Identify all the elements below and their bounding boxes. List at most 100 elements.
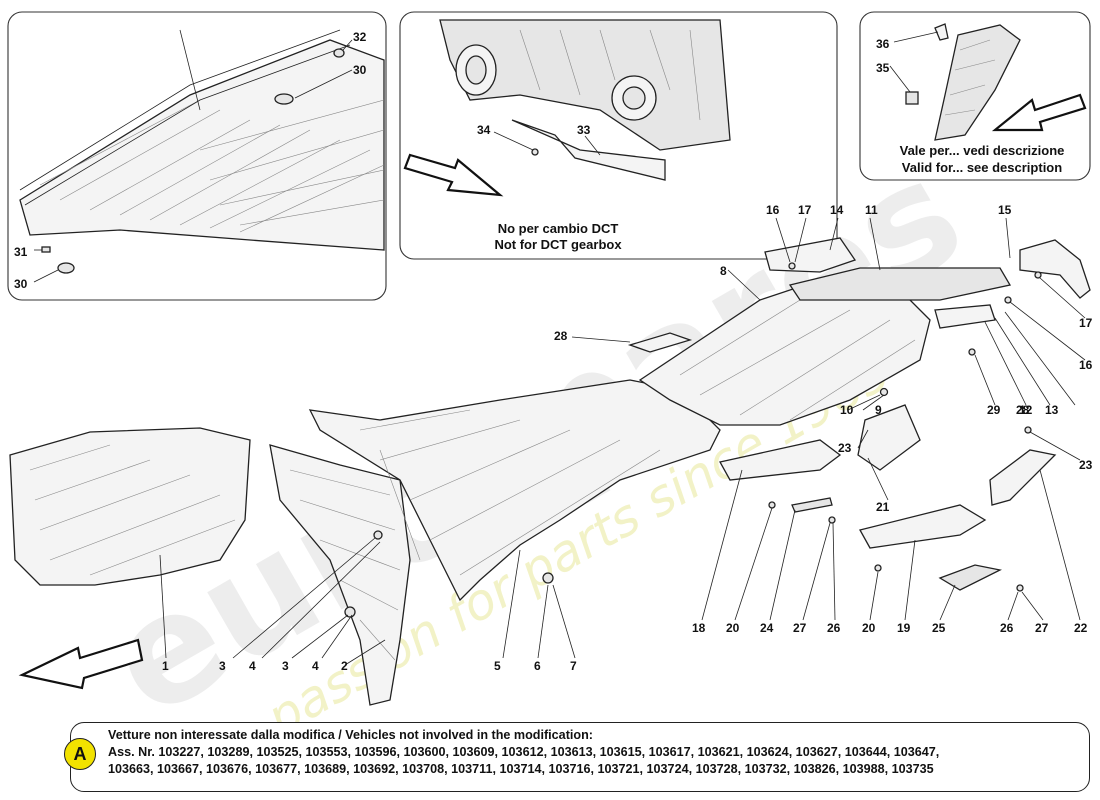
shield-bracket-assembly <box>934 24 1021 141</box>
inset-gearbox-caption-2: Not for DCT gearbox <box>494 237 622 252</box>
callout-16-right: 16 <box>1079 358 1093 372</box>
screw-20-lower <box>874 564 882 572</box>
shield-21 <box>857 404 921 471</box>
callout-11: 11 <box>865 203 878 217</box>
direction-arrow-icon-right <box>991 93 1087 132</box>
main-exploded-view: 1 3 4 3 4 2 5 6 7 8 9 10 11 12 13 14 15 … <box>9 203 1093 706</box>
callout-32: 32 <box>353 30 367 44</box>
bracket-12 <box>934 304 996 329</box>
callout-30-top: 30 <box>353 63 367 77</box>
note-line-1: Vetture non interessate dalla modifica /… <box>108 728 593 742</box>
callout-14: 14 <box>830 203 844 217</box>
plug-30-top <box>274 93 294 105</box>
plug-32 <box>333 48 345 58</box>
underbody-floor-drawing <box>19 29 385 251</box>
callout-31: 31 <box>14 245 28 259</box>
callout-27-right: 27 <box>1035 621 1049 635</box>
callout-16-top: 16 <box>766 203 780 217</box>
callout-28-left: 28 <box>554 329 568 343</box>
callout-18: 18 <box>692 621 706 635</box>
inset-brackets-caption-2: Valid for... see description <box>902 160 1062 175</box>
bracket-24 <box>791 497 833 513</box>
screw-16 <box>788 262 796 270</box>
callout-4-left: 4 <box>249 659 256 673</box>
callout-33: 33 <box>577 123 591 137</box>
shield-15 <box>1019 239 1091 299</box>
note-line-2: Ass. Nr. 103227, 103289, 103525, 103553,… <box>108 745 940 759</box>
inset-gearbox: 34 33 No per cambio DCT Not for DCT gear… <box>399 11 838 260</box>
direction-arrow-icon-left <box>18 638 144 690</box>
shield-19 <box>859 504 987 549</box>
inset-brackets-caption-1: Vale per... vedi descrizione <box>900 143 1065 158</box>
screw-16-right <box>1004 296 1012 304</box>
inset-brackets: 36 35 Vale per... vedi descrizione Valid… <box>859 11 1091 181</box>
shield-22 <box>989 449 1057 506</box>
callout-8: 8 <box>720 264 727 278</box>
callout-10: 10 <box>840 403 854 417</box>
callout-13: 13 <box>1045 403 1059 417</box>
callout-29: 29 <box>987 403 1001 417</box>
screw-26 <box>828 516 836 524</box>
callout-20-left: 20 <box>726 621 740 635</box>
callout-26-right: 26 <box>1000 621 1014 635</box>
callout-6: 6 <box>534 659 541 673</box>
heat-shield-33 <box>511 119 666 181</box>
callout-28-right: 28 <box>1016 403 1030 417</box>
inset-underbody: 32 30 31 30 <box>7 11 387 301</box>
callout-3-left: 3 <box>219 659 226 673</box>
callout-23-right: 23 <box>1079 458 1093 472</box>
plug-31 <box>41 246 51 253</box>
callout-21: 21 <box>876 500 890 514</box>
callout-17-right: 17 <box>1079 316 1093 330</box>
screw-20 <box>768 501 776 509</box>
gearbox-drawing <box>439 19 731 151</box>
callout-22: 22 <box>1074 621 1088 635</box>
clip-35 <box>905 91 919 105</box>
callout-12: 12 <box>1019 403 1033 417</box>
screw-26-lower <box>1016 584 1024 592</box>
screw-29 <box>968 348 976 356</box>
callout-36: 36 <box>876 37 890 51</box>
direction-arrow-icon <box>403 153 504 197</box>
shield-18 <box>719 439 842 481</box>
inset-gearbox-caption-1: No per cambio DCT <box>498 221 619 236</box>
note-badge-a: A <box>64 738 96 770</box>
bracket-25 <box>938 564 1002 591</box>
screw-9 <box>879 387 889 397</box>
callout-7: 7 <box>570 659 577 673</box>
callout-30-bottom: 30 <box>14 277 28 291</box>
callout-1: 1 <box>162 659 169 673</box>
plate-11 <box>788 267 1012 301</box>
plug-30-bottom <box>57 262 75 274</box>
callout-25: 25 <box>932 621 946 635</box>
callout-5: 5 <box>494 659 501 673</box>
heat-shield-1 <box>9 427 251 586</box>
callout-20-right: 20 <box>862 621 876 635</box>
screw-17-right <box>1034 271 1042 279</box>
callout-17-top: 17 <box>798 203 812 217</box>
bracket-36 <box>934 23 949 41</box>
note-box <box>70 722 1090 792</box>
bracket-28 <box>627 332 693 353</box>
callout-24: 24 <box>760 621 774 635</box>
callout-23-left: 23 <box>838 441 852 455</box>
nut-6 <box>542 572 554 584</box>
screw-4 <box>344 606 356 618</box>
screw-34 <box>531 148 539 156</box>
heat-shield-5 <box>308 379 721 602</box>
note-text: Vetture non interessate dalla modifica /… <box>108 727 1083 778</box>
callout-2: 2 <box>341 659 348 673</box>
shield-14 <box>764 237 857 273</box>
callout-9: 9 <box>875 403 882 417</box>
callout-4-right: 4 <box>312 659 319 673</box>
screw-3 <box>373 530 383 540</box>
callout-15: 15 <box>998 203 1012 217</box>
callout-19: 19 <box>897 621 911 635</box>
callout-35: 35 <box>876 61 890 75</box>
heat-shield-2 <box>269 444 411 706</box>
callout-27-left: 27 <box>793 621 807 635</box>
note-line-3: 103663, 103667, 103676, 103677, 103689, … <box>108 762 934 776</box>
screw-23 <box>1024 426 1032 434</box>
heat-shield-8 <box>638 279 931 426</box>
